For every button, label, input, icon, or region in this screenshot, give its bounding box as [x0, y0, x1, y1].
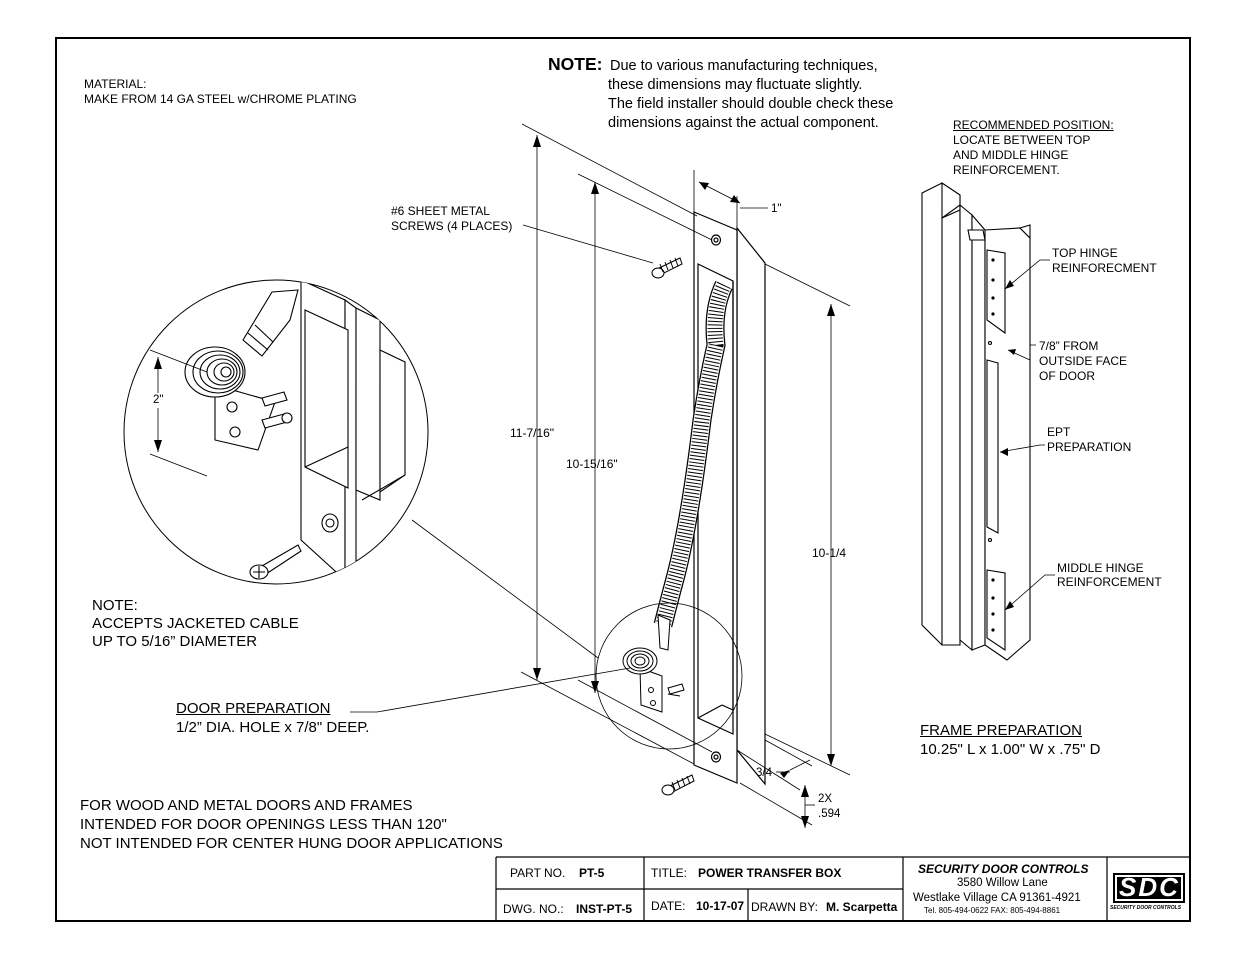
material-label: MATERIAL: [84, 77, 147, 91]
part-no-label: PART NO. [510, 866, 566, 880]
date-label: DATE: [651, 899, 686, 913]
dimension-arrows [533, 135, 835, 828]
cable-note: UP TO 5/16” DIAMETER [92, 633, 258, 650]
detail-circle-small [595, 602, 743, 750]
note-line: dimensions against the actual component. [608, 115, 879, 131]
drawing-title: POWER TRANSFER BOX [698, 866, 842, 880]
company-phone: Tel. 805-494-0622 FAX: 805-494-8861 [924, 906, 1061, 915]
drawing-border [55, 37, 1191, 922]
armored-cable [653, 280, 733, 628]
from-face-label: OUTSIDE FACE [1039, 354, 1128, 368]
from-face-label: OF DOOR [1039, 369, 1095, 383]
from-face-label: 7/8” FROM [1039, 339, 1099, 353]
application-line: NOT INTENDED FOR CENTER HUNG DOOR APPLIC… [80, 835, 503, 852]
dim-hole-spacing: 10-15/16" [566, 457, 618, 471]
recommended-title: RECOMMENDED POSITION: [953, 118, 1114, 132]
middle-hinge-label: REINFORCEMENT [1057, 575, 1162, 589]
dim-hole-qty: 2X [818, 793, 833, 805]
ept-label: PREPARATION [1047, 440, 1132, 454]
screw-bottom [661, 774, 695, 796]
top-hinge-label: TOP HINGE [1052, 246, 1118, 260]
cable-note: ACCEPTS JACKETED CABLE [92, 615, 299, 632]
application-line: INTENDED FOR DOOR OPENINGS LESS THAN 120… [80, 816, 447, 833]
power-transfer-box [693, 211, 766, 786]
date: 10-17-07 [696, 899, 745, 913]
note-head: NOTE: [548, 54, 603, 74]
detail-circle-large [123, 279, 429, 585]
screw-top [651, 257, 683, 279]
dim-width: 1" [771, 203, 782, 215]
dim-overall-length: 11-7/16" [510, 426, 555, 440]
sdc-logo-sub: SECURITY DOOR CONTROLS [1110, 905, 1182, 911]
recommended-line: LOCATE BETWEEN TOP [953, 133, 1091, 147]
part-no: PT-5 [579, 866, 605, 880]
note-line: Due to various manufacturing techniques, [610, 58, 878, 74]
dimension-lines [520, 123, 851, 828]
hinge-holes [991, 258, 995, 632]
door-prep-spec: 1/2” DIA. HOLE x 7/8" DEEP. [176, 719, 370, 736]
dwg-no: INST-PT-5 [576, 902, 633, 916]
ept-label: EPT [1047, 425, 1071, 439]
title-label: TITLE: [651, 866, 688, 880]
drawn-by: M. Scarpetta [826, 900, 898, 914]
title-block-lines [495, 856, 1190, 921]
frame-prep-spec: 10.25" L x 1.00" W x .75" D [920, 741, 1101, 758]
coil-bracket-small [622, 614, 685, 713]
company-address2: Westlake Village CA 91361-4921 [913, 892, 1081, 904]
recommended-line: REINFORCEMENT. [953, 163, 1060, 177]
dim-pocket-length: 10-1/4 [812, 546, 847, 560]
dim-coil-height: 2" [153, 393, 164, 408]
dim-inset: 3/4 [756, 767, 772, 779]
sdc-logo-text: SDC [1119, 872, 1180, 902]
sdc-logo [1113, 873, 1185, 903]
application-line: FOR WOOD AND METAL DOORS AND FRAMES [80, 797, 413, 814]
recommended-line: AND MIDDLE HINGE [953, 148, 1069, 162]
dim-hole-offset: .594 [818, 808, 841, 820]
top-hinge-label: REINFORECMENT [1052, 261, 1157, 275]
screws-label: SCREWS (4 PLACES) [391, 219, 513, 233]
middle-hinge-label: MIDDLE HINGE [1057, 561, 1144, 575]
drawn-by-label: DRAWN BY: [751, 900, 818, 914]
company-name: SECURITY DOOR CONTROLS [918, 862, 1089, 876]
company-address1: 3580 Willow Lane [957, 877, 1048, 889]
note-line: The field installer should double check … [608, 96, 894, 112]
cable-note: NOTE: [92, 597, 138, 614]
material-value: MAKE FROM 14 GA STEEL w/CHROME PLATING [84, 92, 357, 106]
door-prep-title: DOOR PREPARATION [176, 700, 331, 717]
note-line: these dimensions may fluctuate slightly. [608, 77, 863, 93]
frame-prep-title: FRAME PREPARATION [920, 722, 1082, 739]
dwg-no-label: DWG. NO.: [503, 902, 564, 916]
screws-label: #6 SHEET METAL [391, 204, 490, 218]
door-frame [921, 181, 1031, 661]
frame-leaders [999, 259, 1055, 611]
